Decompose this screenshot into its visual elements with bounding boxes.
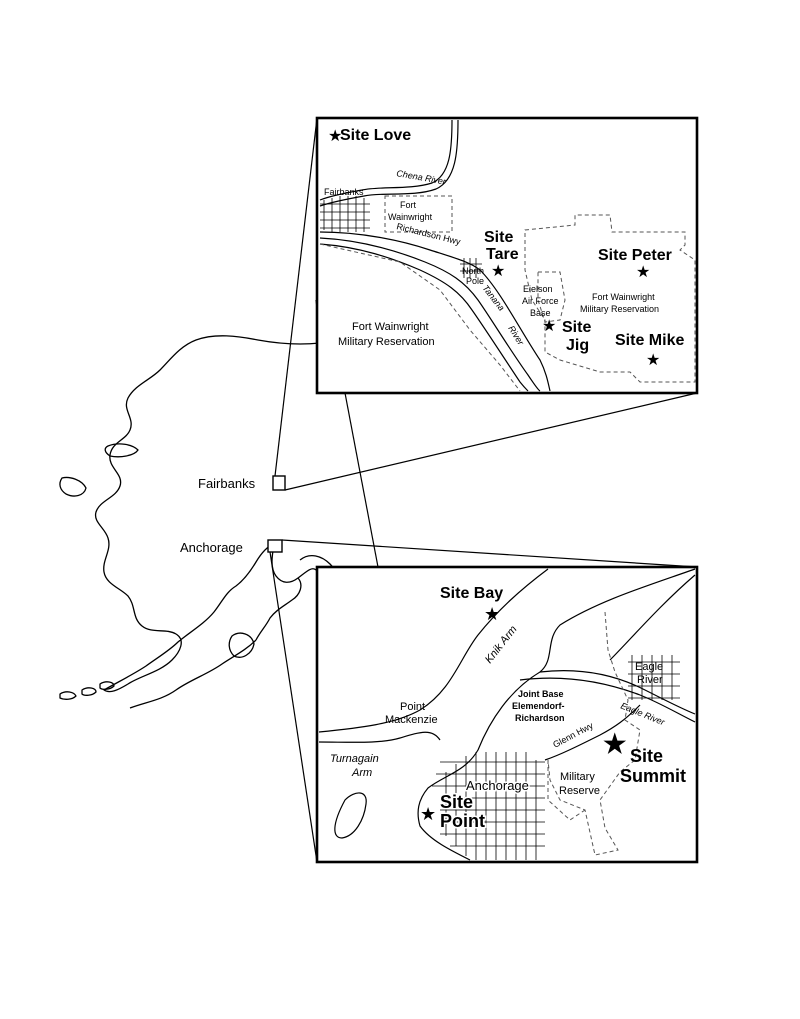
leader-line-between-insets [344,392,379,568]
site-point-label-1: Site [440,792,473,812]
aleutian-islands [59,681,115,700]
turnagain-arm-shore [318,731,441,743]
fort-wainwright-boundary [384,195,453,233]
site-tare-label-1: Site [484,229,513,246]
site-love-label: Site Love [340,127,411,144]
jber-label-3: Richardson [515,713,565,723]
military-reserve-label-1: Military [560,771,595,783]
site-jig-label-2: Jig [566,337,589,354]
fw-reservation-east-label-2: Military Reservation [580,304,659,314]
fort-wainwright-label-2: Wainwright [388,212,433,222]
fairbanks-label: Fairbanks [198,476,256,491]
fw-reservation-east-boundary [524,214,696,383]
tanana-river [319,237,541,392]
fairbanks-locator-box [272,475,286,491]
eagle-river-city-label-1: Eagle [635,661,663,673]
inset-leader-lines [269,117,698,863]
chena-river [319,119,453,201]
fw-reservation-west-boundary [319,243,521,392]
site-tare-label-2: Tare [486,246,519,263]
fairbanks-inset-city-label: Fairbanks [324,187,364,197]
point-mackenzie-label-2: Mackenzie [385,714,438,726]
site-jig-star-icon: ★ [542,318,556,335]
glenn-hwy-south [544,704,641,761]
eielson-label-2: Air Force [522,296,559,306]
north-pole-label-1: North [462,266,484,276]
fw-reservation-east-label-1: Fort Wainwright [592,292,655,302]
site-point-label-2: Point [440,811,485,831]
st-lawrence-island [104,443,139,458]
anchorage-inset-frame [315,565,699,864]
fw-reservation-west-label-2: Military Reservation [338,336,435,348]
glenn-hwy [519,677,696,723]
site-summit-label-2: Summit [620,766,686,786]
eielson-label-3: Base [530,308,551,318]
military-reserve-boundary [547,760,586,821]
jber-label-2: Elemendorf- [512,701,565,711]
knik-arm-west-shore [318,568,549,733]
alaska-mainland-coast [94,335,321,693]
site-point-star-icon: ★ [420,804,436,824]
jber-boundary [547,611,641,856]
alaska-southcentral-coast [255,577,302,641]
site-mike-label: Site Mike [615,332,684,349]
anchorage-city-grid [432,752,545,860]
fort-wainwright-label-1: Fort [400,200,417,210]
site-summit-star-icon: ★ [604,731,626,758]
site-peter-label: Site Peter [598,247,672,264]
anchorage-inset: Site Bay Knik Arm Point Mackenzie Turnag… [315,565,699,864]
site-summit-label-1: Site [630,746,663,766]
leader-line-anchorage-bottom [269,551,318,863]
fw-reservation-west-label-1: Fort Wainwright [352,321,429,333]
turnagain-arm-label-1: Turnagain [330,753,379,765]
anchorage-label: Anchorage [180,540,243,555]
richardson-hwy [319,231,551,392]
site-jig-label-1: Site [562,319,591,336]
anchorage-inset-city-label: Anchorage [466,778,529,793]
site-bay-star-icon: ★ [484,604,500,624]
site-bay-label: Site Bay [440,585,503,602]
kodiak-island [228,632,255,658]
north-pole-label-2: Pole [466,276,484,286]
fire-island [334,792,367,839]
eielson-afb-boundary [537,271,566,323]
anchorage-locator-box [267,539,283,553]
point-mackenzie-label-1: Point [400,701,425,713]
eagle-river-city-label-2: River [637,674,663,686]
north-pole-grid [460,258,482,278]
military-reserve-label-2: Reserve [559,785,600,797]
leader-line-fairbanks-top [274,117,318,477]
leader-line-anchorage-top [281,539,698,568]
leader-line-fairbanks-bottom [284,392,698,491]
turnagain-arm-label-2: Arm [351,767,372,779]
nunivak-island [59,476,87,497]
knik-arm-east-shore [417,568,696,861]
eielson-label-1: Eielson [523,284,553,294]
site-mike-star-icon: ★ [646,352,660,369]
eagle-river-stream [539,670,696,715]
site-love-star-icon: ★ [328,128,342,145]
northeast-road [609,574,696,661]
eagle-river-grid [628,655,680,700]
alaska-outline [59,299,375,709]
site-tare-star-icon: ★ [491,263,505,280]
jber-label-1: Joint Base [518,689,564,699]
fairbanks-inset: Site Love Site Tare Site Peter Site Jig … [315,116,699,395]
fairbanks-city-grid [320,196,370,232]
chena-river-bank [319,119,459,207]
site-peter-star-icon: ★ [636,264,650,281]
alaska-peninsula [129,639,257,709]
tanana-river-bank [319,243,529,392]
